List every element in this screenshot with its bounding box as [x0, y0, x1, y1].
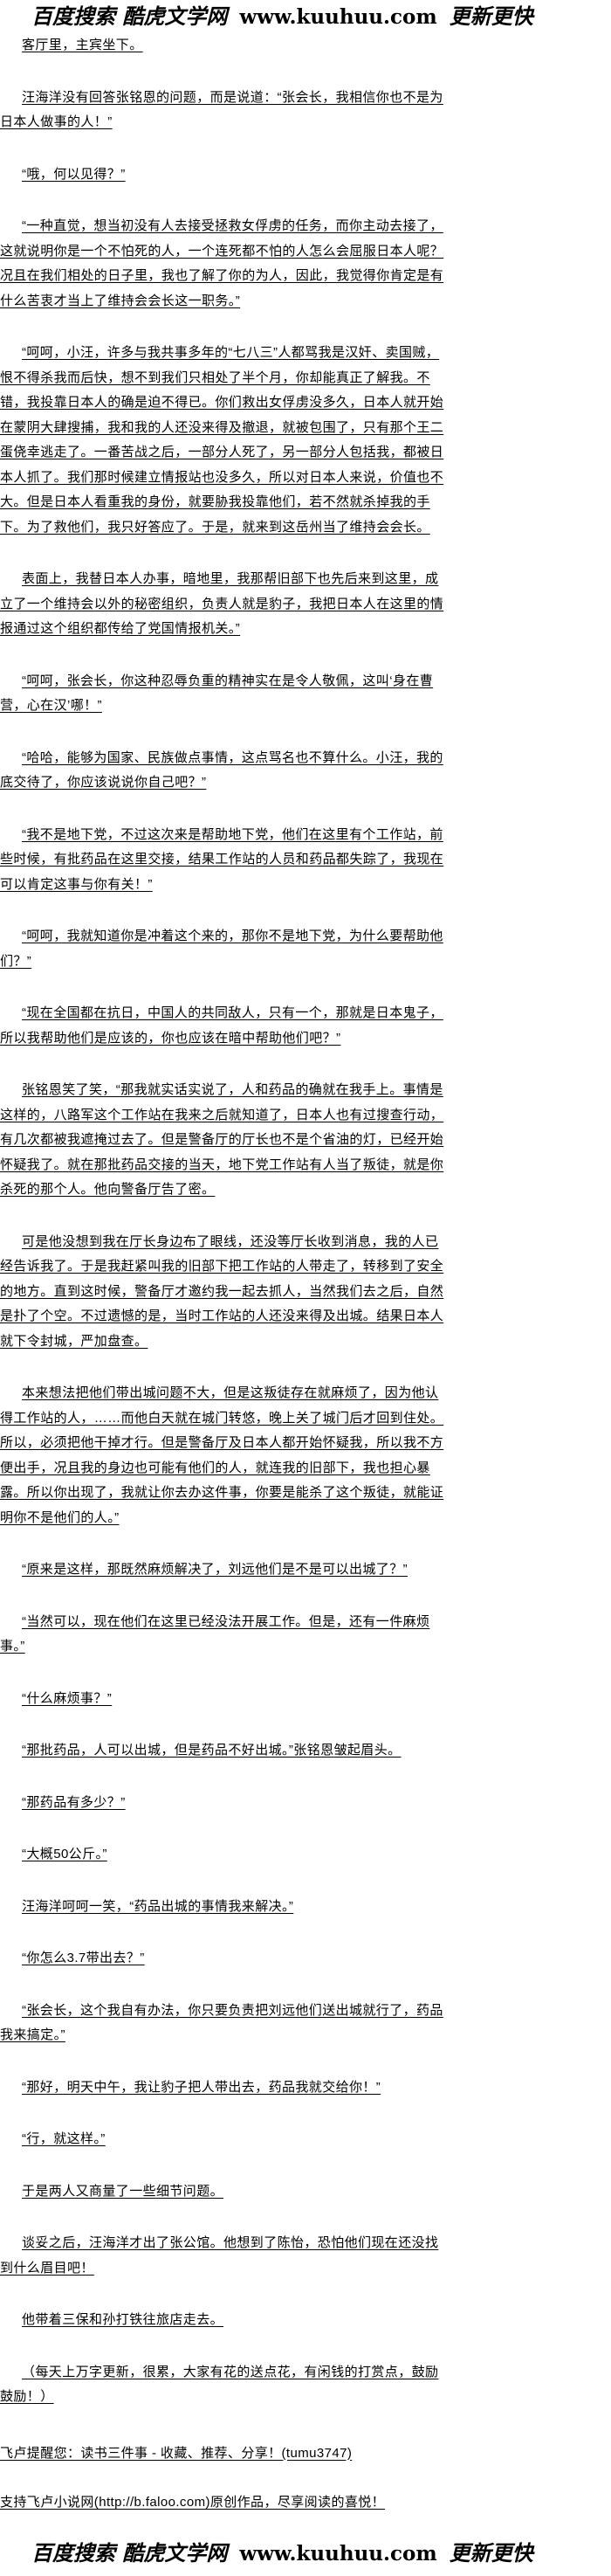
story-paragraph: “那药品有多少？” — [22, 1794, 126, 1810]
story-paragraph: “你怎么3.7带出去？” — [22, 1951, 145, 1965]
story-paragraph: 汪海洋没有回答张铭恩的问题，而是说道：“张会长，我相信你也不是为日本人做事的人！… — [0, 89, 443, 130]
footer-reminder: 飞卢提醒您：读书三件事 - 收藏、推荐、分享！(tumu3747) — [0, 2445, 353, 2461]
chapter-content: 客厅里，主宾坐下。汪海洋没有回答张铭恩的问题，而是说道：“张会长，我相信你也不是… — [0, 33, 447, 2516]
header-logo-banner: 百度搜索 酷虎文学网 www.kuuhuu.com 更新更快 — [31, 0, 555, 33]
logo-site-name: 百度搜索 酷虎文学网 — [31, 2539, 228, 2566]
story-paragraph: “现在全国都在抗日，中国人的共同敌人，只有一个，那就是日本鬼子，所以我帮助他们是… — [0, 1005, 443, 1046]
footer-logo-banner: 百度搜索 酷虎文学网 www.kuuhuu.com 更新更快 — [31, 2540, 555, 2576]
story-paragraph: 客厅里，主宾坐下。 — [22, 38, 143, 52]
story-paragraph: 谈妥之后，汪海洋才出了张公馆。他想到了陈怡，恐怕他们现在还没找到什么眉目吧！ — [0, 2235, 439, 2276]
story-paragraph: “我不是地下党，不过这次来是帮助地下党，他们在这里有个工作站，前些时候，有批药品… — [0, 826, 444, 892]
story-paragraph: （每天上万字更新，很累，大家有花的送点花，有闲钱的打赏点，鼓励鼓励！） — [0, 2364, 439, 2405]
footer-notes: 飞卢提醒您：读书三件事 - 收藏、推荐、分享！(tumu3747) 支持飞卢小说… — [0, 2441, 447, 2516]
story-paragraph: “什么麻烦事？” — [22, 1690, 113, 1706]
story-paragraph: 于是两人又商量了一些细节问题。 — [22, 2183, 224, 2199]
story-paragraph: 本来想法把他们带出城问题不大，但是这叛徒存在就麻烦了，因为他认得工作站的人，……… — [0, 1385, 444, 1525]
logo-slogan: 更新更快 — [449, 3, 533, 29]
story-paragraph: “原来是这样，那既然麻烦解决了，刘远他们是不是可以出城了？” — [22, 1562, 408, 1577]
story-paragraph: 表面上，我替日本人办事，暗地里，我那帮旧部下也先后来到这里，成立了一个维持会以外… — [0, 571, 444, 636]
logo-site-name: 百度搜索 酷虎文学网 — [31, 3, 228, 29]
story-paragraph: 汪海洋呵呵一笑，“药品出城的事情我来解决。” — [22, 1898, 294, 1914]
logo-slogan: 更新更快 — [449, 2539, 533, 2566]
story-paragraph: “张会长，这个我自有办法，你只要负责把刘远他们送出城就行了，药品我来搞定。” — [0, 2002, 443, 2043]
story-paragraph: “呵呵，张会长，你这种忍辱负重的精神实在是令人敬佩，这叫‘身在曹营，心在汉’哪！… — [0, 673, 434, 714]
story-paragraph: “哦，何以见得？” — [22, 166, 126, 182]
logo-url: www.kuuhuu.com — [239, 2541, 437, 2566]
story-paragraph: “大概50公斤。” — [22, 1847, 107, 1861]
footer-support-link[interactable]: 支持飞卢小说网(http://b.faloo.com)原创作品，尽享阅读的喜悦！ — [0, 2495, 386, 2510]
story-paragraph: 他带着三保和孙打铁往旅店走去。 — [22, 2312, 224, 2327]
story-paragraph: “呵呵，我就知道你是冲着这个来的，那你不是地下党，为什么要帮助他们？” — [0, 929, 443, 969]
story-paragraph: “一种直觉，想当初没有人去接受拯救女俘虏的任务，而你主动去接了，这就说明你是一个… — [0, 218, 444, 308]
story-paragraph: “行，就这样。” — [22, 2131, 106, 2146]
story-paragraph: “当然可以，现在他们在这里已经没法开展工作。但是，还有一件麻烦事。” — [0, 1613, 430, 1654]
story-paragraph: “呵呵，小汪，许多与我共事多年的“七八三”人都骂我是汉奸、卖国贼，恨不得杀我而后… — [0, 345, 444, 535]
story-paragraph: 张铭恩笑了笑，“那我就实话实说了，人和药品的确就在我手上。事情是这样的，八路军这… — [0, 1082, 444, 1197]
story-paragraph: “那好，明天中午，我让豹子把人带出去，药品我就交给你！” — [22, 2079, 381, 2095]
logo-url: www.kuuhuu.com — [239, 5, 437, 29]
paragraph-list: 客厅里，主宾坐下。汪海洋没有回答张铭恩的问题，而是说道：“张会长，我相信你也不是… — [0, 33, 447, 2410]
story-paragraph: “哈哈，能够为国家、民族做点事情，这点骂名也不算什么。小汪，我的底交待了，你应该… — [0, 749, 443, 791]
story-paragraph: 可是他没想到我在厅长身边布了眼线，还没等厅长收到消息，我的人已经告诉我了。于是我… — [0, 1233, 444, 1349]
story-paragraph: “那批药品，人可以出城，但是药品不好出城。”张铭恩皱起眉头。 — [22, 1743, 402, 1758]
